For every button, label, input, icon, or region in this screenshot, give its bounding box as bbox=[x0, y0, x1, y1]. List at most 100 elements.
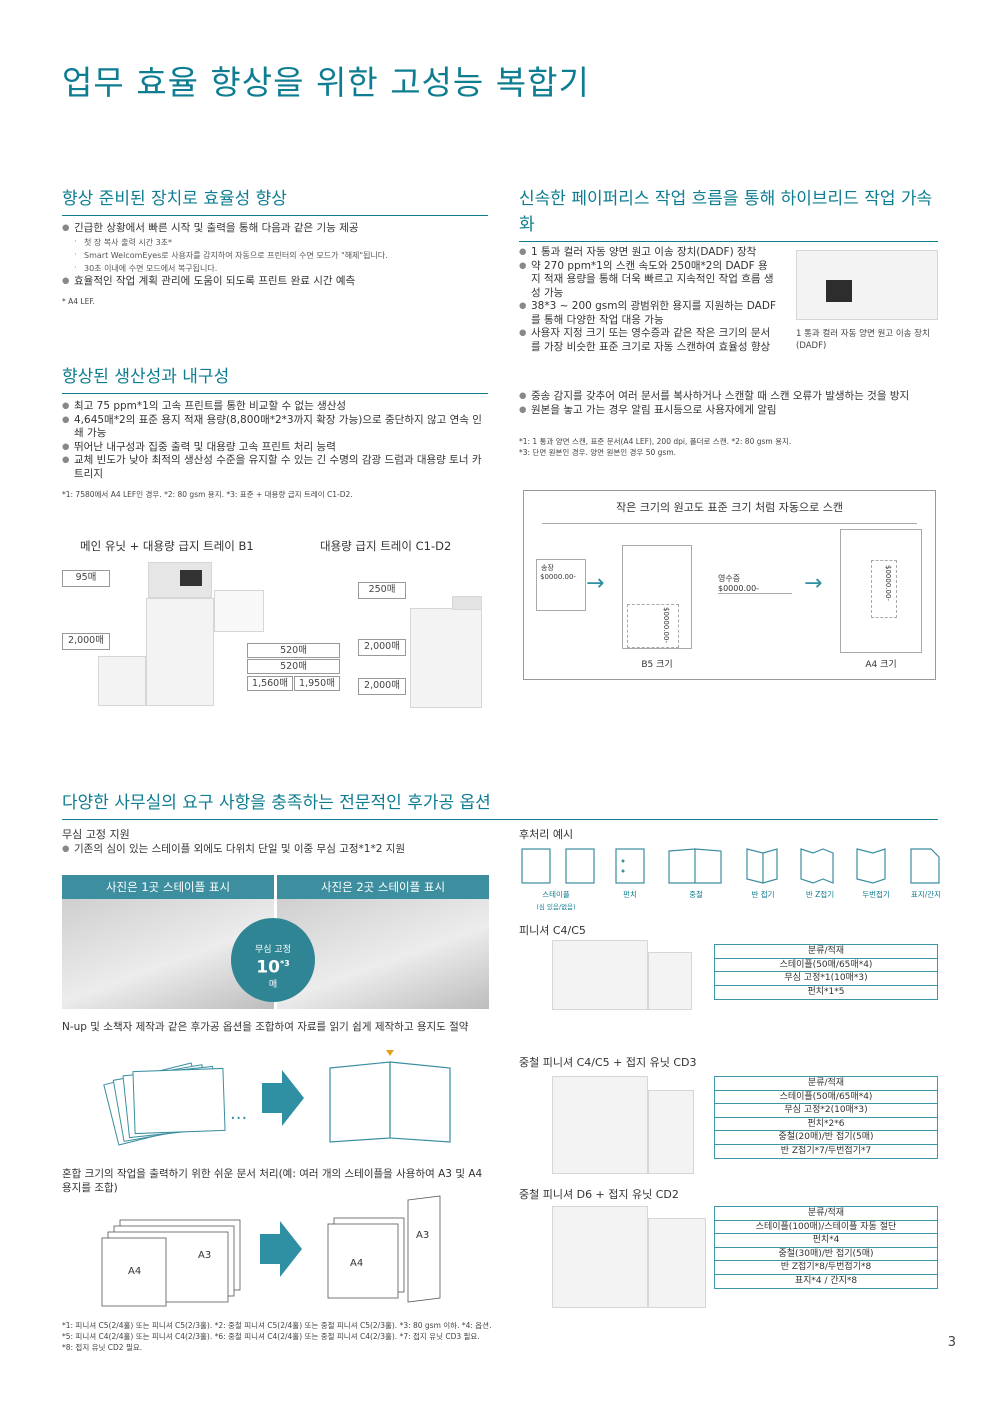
sec2-note: *1: 7580에서 A4 LEF인 경우. *2: 80 gsm 용지. *3… bbox=[62, 490, 353, 499]
staple-title: 무심 고정 지원 bbox=[62, 828, 130, 841]
machine-tray-c1d2-top bbox=[452, 596, 482, 610]
finisher3-title: 중철 피니셔 D6 + 접지 유닛 CD2 bbox=[519, 1188, 679, 1201]
list-item: 4,645매*2의 표준 용지 적재 용량(8,800매*2*3까지 확장 가능… bbox=[62, 414, 482, 441]
scan-title: 작은 크기의 원고도 표준 크기 처럼 자동으로 스캔 bbox=[616, 501, 843, 514]
footnote: *8: 접지 유닛 CD2 필요. bbox=[62, 1343, 143, 1352]
machine-main-unit bbox=[146, 598, 214, 706]
finisher1-specs: 분류/적재 스테이플(50매/65매*4) 무심 고정*1(10매*3) 펀치*… bbox=[714, 944, 938, 1000]
badge-number: 10 bbox=[256, 957, 280, 978]
tri-fold-icon bbox=[856, 848, 886, 884]
example-label: 반 접기 bbox=[751, 890, 775, 899]
spec-row: 스테이플(100매)/스테이플 자동 절단 bbox=[715, 1221, 937, 1234]
finisher2-unit bbox=[648, 1090, 694, 1174]
nup-text: N-up 및 소책자 제작과 같은 후가공 옵션을 조합하여 자료를 읽기 쉽게… bbox=[62, 1021, 469, 1033]
badge-sup: *3 bbox=[279, 959, 290, 968]
ellipsis: ··· bbox=[230, 1108, 247, 1129]
staple-icon-2 bbox=[565, 848, 595, 884]
mixed-text: 혼합 크기의 작업을 출력하기 위한 쉬운 문서 처리(예: 여러 개의 스테이… bbox=[62, 1168, 483, 1194]
rotated-receipt: $0000.00- bbox=[871, 560, 897, 618]
finisher2-photo bbox=[552, 1076, 648, 1174]
finisher1-photo bbox=[552, 940, 648, 1010]
example-label: 중철 bbox=[689, 890, 703, 899]
saddle-stitch-icon bbox=[668, 848, 722, 884]
scan-divider bbox=[542, 523, 917, 524]
spec-row: 중철(20매)/반 접기(5매) bbox=[715, 1131, 937, 1145]
page-title: 업무 효율 향상을 위한 고성능 복합기 bbox=[62, 63, 590, 102]
sec2-title: 향상된 생산성과 내구성 bbox=[62, 364, 488, 394]
machine2-label: 대용량 급지 트레이 C1-D2 bbox=[320, 539, 452, 553]
finisher2-specs: 분류/적재 스테이플(50매/65매*4) 무심 고정*2(10매*3) 펀치*… bbox=[714, 1076, 938, 1159]
paper-capacity-box: 2,000매 bbox=[62, 633, 110, 650]
list-item: 첫 장 복사 출력 시간 3초* bbox=[62, 236, 492, 249]
paper-capacity-box: 520매 bbox=[247, 659, 340, 674]
invoice-title: 송장 bbox=[541, 564, 554, 572]
dadf-caption: 1 통과 컬러 자동 양면 원고 이송 장치(DADF) bbox=[796, 329, 930, 351]
z-fold-icon bbox=[800, 848, 834, 884]
machine-tray-c1d2 bbox=[410, 608, 482, 708]
spec-row: 반 Z접기*7/두번접기*7 bbox=[780, 1145, 872, 1156]
list-item: 중송 감지를 갖추어 여러 문서를 복사하거나 스캔할 때 스캔 오류가 발생하… bbox=[519, 390, 939, 404]
combined-stack bbox=[327, 1195, 441, 1303]
page-number: 3 bbox=[947, 1335, 956, 1350]
spec-row: 스테이플(50매/65매*4) bbox=[715, 1091, 937, 1104]
finishing-icons bbox=[521, 848, 940, 884]
example-label: 펀치 bbox=[623, 890, 637, 899]
list-item: 교체 빈도가 낮아 최적의 생산성 수준을 유지할 수 있는 긴 수명의 감광 … bbox=[62, 454, 482, 481]
staple-icon bbox=[521, 848, 551, 884]
sec2-list: 최고 75 ppm*1의 고속 프린트를 통한 비교할 수 없는 생산성 4,6… bbox=[62, 400, 482, 481]
marker-icon bbox=[386, 1050, 394, 1056]
list-item: 긴급한 상황에서 빠른 시작 및 출력을 통해 다음과 같은 기능 제공 bbox=[62, 222, 492, 236]
spec-row: 펀치*4 bbox=[715, 1234, 937, 1248]
cover-insert-icon bbox=[910, 848, 940, 884]
sec3-note2: *3: 단면 원본인 경우. 양면 원본인 경우 50 gsm. bbox=[519, 448, 677, 457]
a4-label: A4 크기 bbox=[865, 660, 897, 670]
sec3-note1: *1: 1 통과 양면 스캔, 표준 문서(A4 LEF), 200 dpi, … bbox=[519, 437, 792, 446]
list-item: 1 통과 컬러 자동 양면 원고 이송 장치(DADF) 장착 bbox=[519, 246, 777, 260]
arrow-icon bbox=[262, 1070, 304, 1126]
a4-sheet: $0000.00- bbox=[840, 529, 922, 653]
finisher2-title: 중철 피니셔 C4/C5 + 접지 유닛 CD3 bbox=[519, 1056, 697, 1069]
invoice-doc: 송장 $0000.00- bbox=[536, 559, 586, 611]
list-item: 최고 75 ppm*1의 고속 프린트를 통한 비교할 수 없는 생산성 bbox=[62, 400, 482, 414]
stacked-sheets bbox=[103, 1062, 226, 1146]
finisher1-unit bbox=[648, 952, 692, 1010]
paper-capacity-box: 2,000매 bbox=[358, 678, 406, 695]
example-sublabel: (심 있음/없음) bbox=[536, 903, 576, 911]
sec3-list-a: 1 통과 컬러 자동 양면 원고 이송 장치(DADF) 장착 약 270 pp… bbox=[519, 246, 777, 354]
b5-sheet: $0000.00- bbox=[622, 545, 692, 649]
dadf-photo bbox=[796, 250, 938, 320]
nup-illustration: ··· bbox=[103, 1050, 451, 1146]
paper-capacity-box: 95매 bbox=[62, 570, 110, 587]
receipt-title: 영수증 bbox=[718, 574, 741, 583]
staple-list: 기존의 심이 있는 스테이플 외에도 다위치 단일 및 이중 무심 고정*1*2… bbox=[62, 843, 492, 857]
badge-top: 무심 고정 bbox=[255, 945, 291, 955]
bi-fold-icon bbox=[746, 848, 778, 884]
paper-capacity-box: 1,560매 bbox=[247, 676, 293, 691]
spec-row: 펀치*2*6 bbox=[715, 1118, 937, 1131]
a3-label: A3 bbox=[198, 1250, 211, 1261]
tab-staple-1: 사진은 1곳 스테이플 표시 bbox=[62, 875, 274, 899]
spec-row: 스테이플(50매/65매*4) bbox=[715, 959, 937, 972]
list-item: 뛰어난 내구성과 집중 출력 및 대용량 고속 프린트 처리 능력 bbox=[62, 441, 482, 455]
sec1-title: 향상 준비된 장치로 효율성 향상 bbox=[62, 186, 488, 216]
footnote: *5: 피니셔 C4(2/4홀) 또는 피니셔 C4(2/3홀). *6: 중철… bbox=[62, 1332, 480, 1341]
finisher3-specs: 분류/적재 스테이플(100매)/스테이플 자동 절단 펀치*4 중철(30매)… bbox=[714, 1206, 938, 1289]
paper-capacity-box: 2,000매 bbox=[358, 639, 406, 656]
booklet-icon bbox=[329, 1061, 451, 1143]
dadf-screen bbox=[826, 280, 852, 302]
finisher3-photo bbox=[552, 1206, 648, 1308]
finisher3-unit bbox=[648, 1218, 706, 1308]
footnote: *1: 피니셔 C5(2/4홀) 또는 피니셔 C5(2/3홀). *2: 중철… bbox=[62, 1321, 492, 1330]
scan-diagram: 작은 크기의 원고도 표준 크기 처럼 자동으로 스캔 송장 $0000.00-… bbox=[523, 490, 936, 680]
b5-label: B5 크기 bbox=[641, 660, 673, 670]
list-item: 원본을 놓고 가는 경우 알림 표시등으로 사용자에게 알림 bbox=[519, 404, 939, 418]
arrow-icon: → bbox=[804, 571, 823, 596]
punch-icon bbox=[615, 848, 645, 884]
list-item: 약 270 ppm*1의 스캔 속도와 250매*2의 DADF 용지 적재 용… bbox=[519, 260, 777, 301]
list-item: 30초 이내에 수면 모드에서 복구됩니다. bbox=[62, 262, 492, 275]
spec-row: 분류/적재 bbox=[715, 1207, 937, 1221]
spec-row: 표지*4 / 간지*8 bbox=[794, 1275, 858, 1286]
list-item: 사용자 지정 크기 또는 영수증과 같은 작은 크기의 문서를 가장 비슷한 표… bbox=[519, 327, 777, 354]
a3-label-2: A3 bbox=[416, 1230, 429, 1241]
machine1-label: 메인 유닛 + 대용량 급지 트레이 B1 bbox=[80, 539, 254, 553]
